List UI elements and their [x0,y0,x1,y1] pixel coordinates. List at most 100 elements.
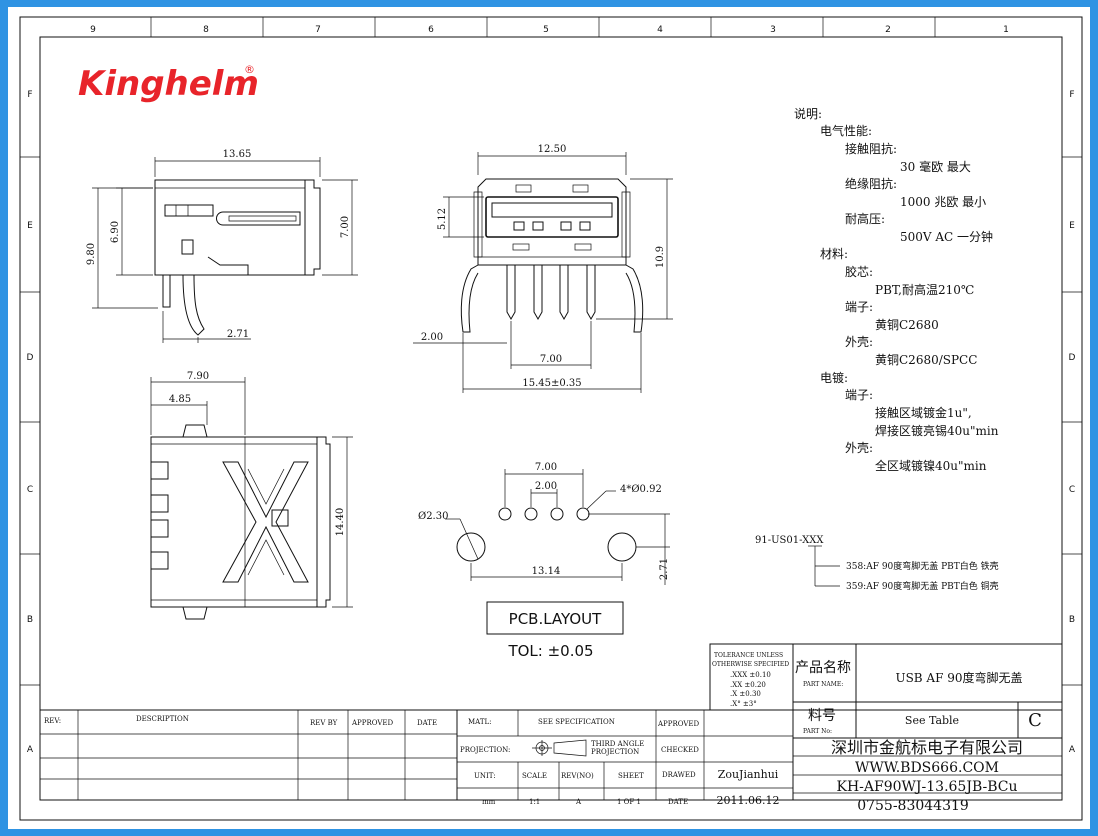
zone-top-9: 9 [90,25,96,35]
rev-by-label: REV BY [310,719,338,727]
tol-line2: OTHERWISE SPECIFIED [712,661,789,668]
drawed-label: DRAWED [662,771,696,779]
top-view: 7.90 4.85 14.40 [150,371,353,620]
part-no-value: See Table [905,714,959,727]
notes-plating-terminal-v1: 接触区域镀金1u", [875,405,972,420]
desc-label: DESCRIPTION [136,715,189,723]
inner-frame [39,36,1063,801]
dim-front-width: 12.50 [538,144,567,155]
revision-table-header: REV: DESCRIPTION REV BY APPROVED DATE [44,715,437,727]
zone-right-f: F [1069,90,1074,100]
zone-right-b: B [1069,615,1075,625]
zone-top-5: 5 [543,25,549,35]
model-number: KH-AF90WJ-13.65JB-BCu [836,779,1017,795]
dim-front-height: 10.9 [655,246,666,268]
dim-pcb-pitch: 2.00 [535,481,557,492]
notes-insulation-value: 1000 兆欧 最小 [900,195,986,209]
zone-labels-side: F E D C B A F E D C B A [27,90,1076,755]
notes-shell: 外壳: [845,335,873,349]
drawing-date: 2011.06.12 [717,794,780,807]
tol-x: .X ±0.30 [730,690,761,698]
zone-top-2: 2 [885,25,891,35]
tol-deg: .X° ±3° [730,700,757,708]
part-option-358: 358:AF 90度弯脚无盖 PBT白色 铁壳 [846,560,999,572]
zone-right-d: D [1069,353,1076,363]
zone-top-3: 3 [770,25,776,35]
projection-value-1: THIRD ANGLE [591,740,644,748]
notes-contact-resistance: 接触阻抗: [845,141,897,156]
dim-front-pin-span: 7.00 [540,354,562,365]
zone-left-a: A [27,745,34,755]
notes-housing: 胶芯: [845,264,873,279]
notes-housing-value: PBT,耐高温210℃ [875,282,974,297]
sheet-label: SHEET [618,772,644,780]
tol-xxx: .XXX ±0.10 [730,671,771,679]
dim-top-inner: 4.85 [169,394,191,405]
dim-top-length: 14.40 [335,508,346,537]
company-name: 深圳市金航标电子有限公司 [831,738,1023,757]
approved-label: APPROVED [351,719,394,727]
matl-value: SEE SPECIFICATION [538,718,615,726]
dim-side-right-h: 7.00 [340,216,351,238]
unit-label: UNIT: [474,772,496,780]
dim-pcb-offset: 2.71 [659,558,670,580]
part-code: 91-US01-XXX [755,535,824,546]
company-website: WWW.BDS666.COM [855,760,999,776]
notes-withstand-value: 500V AC 一分钟 [900,229,993,244]
drawing-svg: 9 8 7 6 5 4 3 2 1 F E D C B A F E D C B … [19,16,1083,821]
scale-value: 1:1 [529,798,540,806]
notes-plating-terminal: 端子: [845,388,873,402]
sheet-value: 1 OF 1 [617,798,641,806]
revno-value: A [575,798,582,806]
notes-plating-shell: 外壳: [845,441,873,455]
dim-front-opening-h: 5.12 [437,208,448,230]
zone-left-c: C [27,485,33,495]
drawing-sheet: 9 8 7 6 5 4 3 2 1 F E D C B A F E D C B … [8,7,1090,829]
pcb-tolerance: TOL: ±0.05 [507,642,593,660]
dim-pcb-hole: 4*Ø0.92 [620,484,662,495]
zone-left-d: D [27,353,34,363]
dim-pcb-peg: Ø2.30 [418,511,448,522]
outer-frame [19,16,1083,821]
notes-plating-terminal-v2: 焊接区镀亮锡40u"min [875,423,999,438]
date-label: DATE [417,719,437,727]
zone-right-c: C [1069,485,1075,495]
zone-left-e: E [27,221,33,231]
zone-left-b: B [27,615,33,625]
notes-plating: 电镀: [820,371,848,385]
zone-top-4: 4 [657,25,663,35]
pcb-layout-label: PCB.LAYOUT [509,610,603,628]
title-block-fields: MATL: SEE SPECIFICATION APPROVED PROJECT… [460,718,700,806]
dim-side-length: 13.65 [223,149,252,160]
dim-front-overall: 15.45±0.35 [522,378,581,389]
zone-ticks [20,17,1082,686]
tolerance-table: TOLERANCE UNLESS OTHERWISE SPECIFIED .XX… [712,652,789,708]
usb-port-opening [485,196,619,238]
notes-withstand: 耐高压: [845,211,885,226]
notes-shell-value: 黄铜C2680/SPCC [875,352,977,367]
zone-top-8: 8 [203,25,209,35]
dim-front-peg-offset: 2.00 [421,332,443,343]
dim-side-outer-h: 9.80 [86,243,97,265]
scale-label: SCALE [522,772,547,780]
zone-top-7: 7 [315,25,321,35]
dim-side-inner-h: 6.90 [110,221,121,243]
rev-label: REV: [44,717,61,725]
zone-top-6: 6 [428,25,434,35]
dim-pcb-pin-span: 7.00 [535,462,557,473]
company-phone: 0755-83044319 [857,798,969,814]
notes-title: 说明: [794,106,822,121]
projection-label: PROJECTION: [460,746,510,754]
notes-materials: 材料: [820,247,848,261]
part-name-cn: 产品名称 [795,660,851,676]
notes-plating-shell-value: 全区域镀镍40u"min [875,458,987,473]
part-no-en: PART No: [803,728,832,735]
checked-label: CHECKED [661,746,699,754]
kinghelm-logo: Kinghelm [78,64,259,104]
tol-line1: TOLERANCE UNLESS [714,652,783,659]
zone-top-1: 1 [1003,25,1009,35]
part-name-value: USB AF 90度弯脚无盖 [895,670,1022,685]
pcb-layout-view: 7.00 2.00 4*Ø0.92 Ø2.30 13.14 2.71 PCB.L… [418,462,670,660]
zone-left-f: F [27,90,32,100]
dim-top-body: 7.90 [187,371,209,382]
